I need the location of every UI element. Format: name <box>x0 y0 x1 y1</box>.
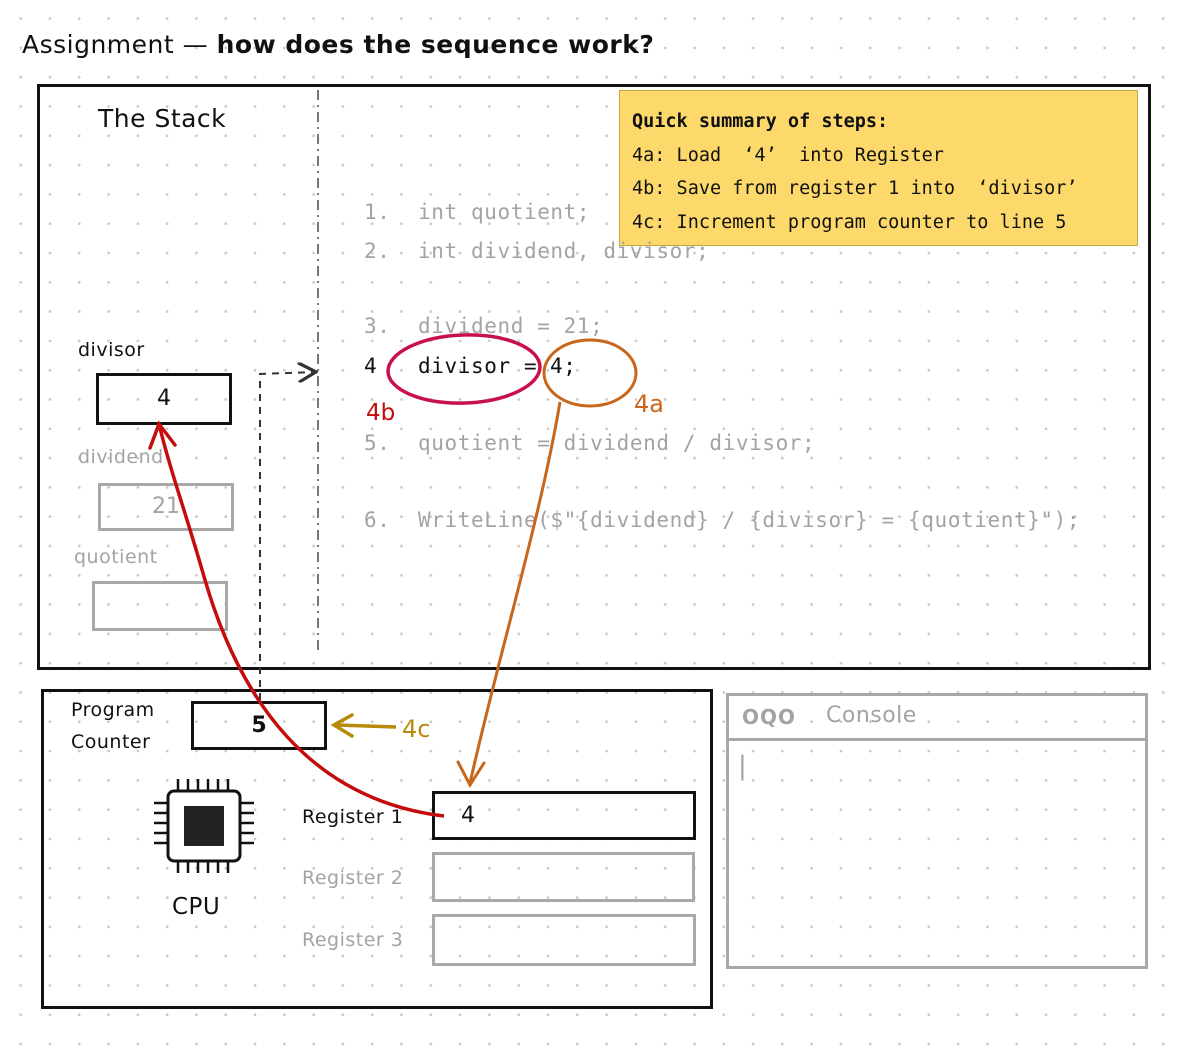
register-3-box <box>432 914 696 966</box>
code-line-text: dividend = 21; <box>418 314 604 338</box>
summary-step: 4c: Increment program counter to line 5 <box>632 211 1067 233</box>
summary-step: 4a: Load ‘4’ into Register <box>632 144 944 166</box>
console-title: Console <box>826 703 917 728</box>
var-label-divisor: divisor <box>78 339 145 361</box>
code-line-current-left: divisor = <box>418 354 551 378</box>
arrow-4a <box>468 401 562 784</box>
arrow-4c-head <box>330 713 354 738</box>
summary-heading: Quick summary of steps: <box>632 111 889 132</box>
title-prefix: Assignment — <box>22 30 217 59</box>
register-3-label: Register 3 <box>302 929 404 951</box>
var-box-divisor: 4 <box>96 373 232 425</box>
page-title: Assignment — how does the sequence work? <box>22 30 654 59</box>
pc-label-line1: Program <box>71 699 155 721</box>
register-1-label: Register 1 <box>302 806 404 828</box>
arrow-4c <box>335 723 397 729</box>
code-line-current-right: 4; <box>550 354 577 378</box>
register-2-box <box>432 852 695 902</box>
arrow-4a-head <box>456 760 486 788</box>
code-line-num-current: 4 <box>364 354 378 378</box>
code-line-num: 6. <box>364 508 391 532</box>
code-line-text: int dividend, divisor; <box>418 239 710 263</box>
code-line-num: 1. <box>364 200 391 224</box>
var-label-dividend: dividend <box>78 446 164 468</box>
stack-panel <box>37 84 1151 670</box>
console-title-divider <box>726 738 1148 741</box>
label-4c: 4c <box>402 715 430 743</box>
highlight-ellipse-4b <box>386 333 542 405</box>
pc-label-line2: Counter <box>71 731 151 753</box>
arrow-4b <box>158 427 445 818</box>
summary-step: 4b: Save from register 1 into ‘divisor’ <box>632 178 1078 199</box>
pc-pointer-dashed-arrow <box>259 372 314 700</box>
highlight-ellipse-4a <box>542 338 638 408</box>
arrow-4b-head <box>148 420 177 450</box>
label-4b: 4b <box>366 400 395 426</box>
console-cursor: | <box>738 751 747 781</box>
code-line-num: 3. <box>364 314 391 338</box>
var-box-dividend: 21 <box>98 483 234 531</box>
console-window <box>726 693 1148 969</box>
summary-note: Quick summary of steps: 4a: Load ‘4’ int… <box>619 90 1138 246</box>
var-box-quotient <box>92 581 228 631</box>
code-line-num: 5. <box>364 431 391 455</box>
cpu-label: CPU <box>172 894 221 920</box>
label-4a: 4a <box>634 390 664 418</box>
var-label-quotient: quotient <box>74 546 158 568</box>
code-line-num: 2. <box>364 239 391 263</box>
stack-heading: The Stack <box>98 104 227 133</box>
cpu-chip-icon <box>154 779 254 873</box>
code-line-text: quotient = dividend / divisor; <box>418 431 816 455</box>
register-2-label: Register 2 <box>302 867 404 889</box>
console-window-buttons-icon[interactable]: OQO <box>742 705 797 729</box>
cpu-panel <box>41 689 713 1009</box>
code-line-text: int quotient; <box>418 200 591 224</box>
title-bold: how does the sequence work? <box>216 30 655 59</box>
code-line-text: WriteLine($"{dividend} / {divisor} = {qu… <box>418 508 1081 532</box>
